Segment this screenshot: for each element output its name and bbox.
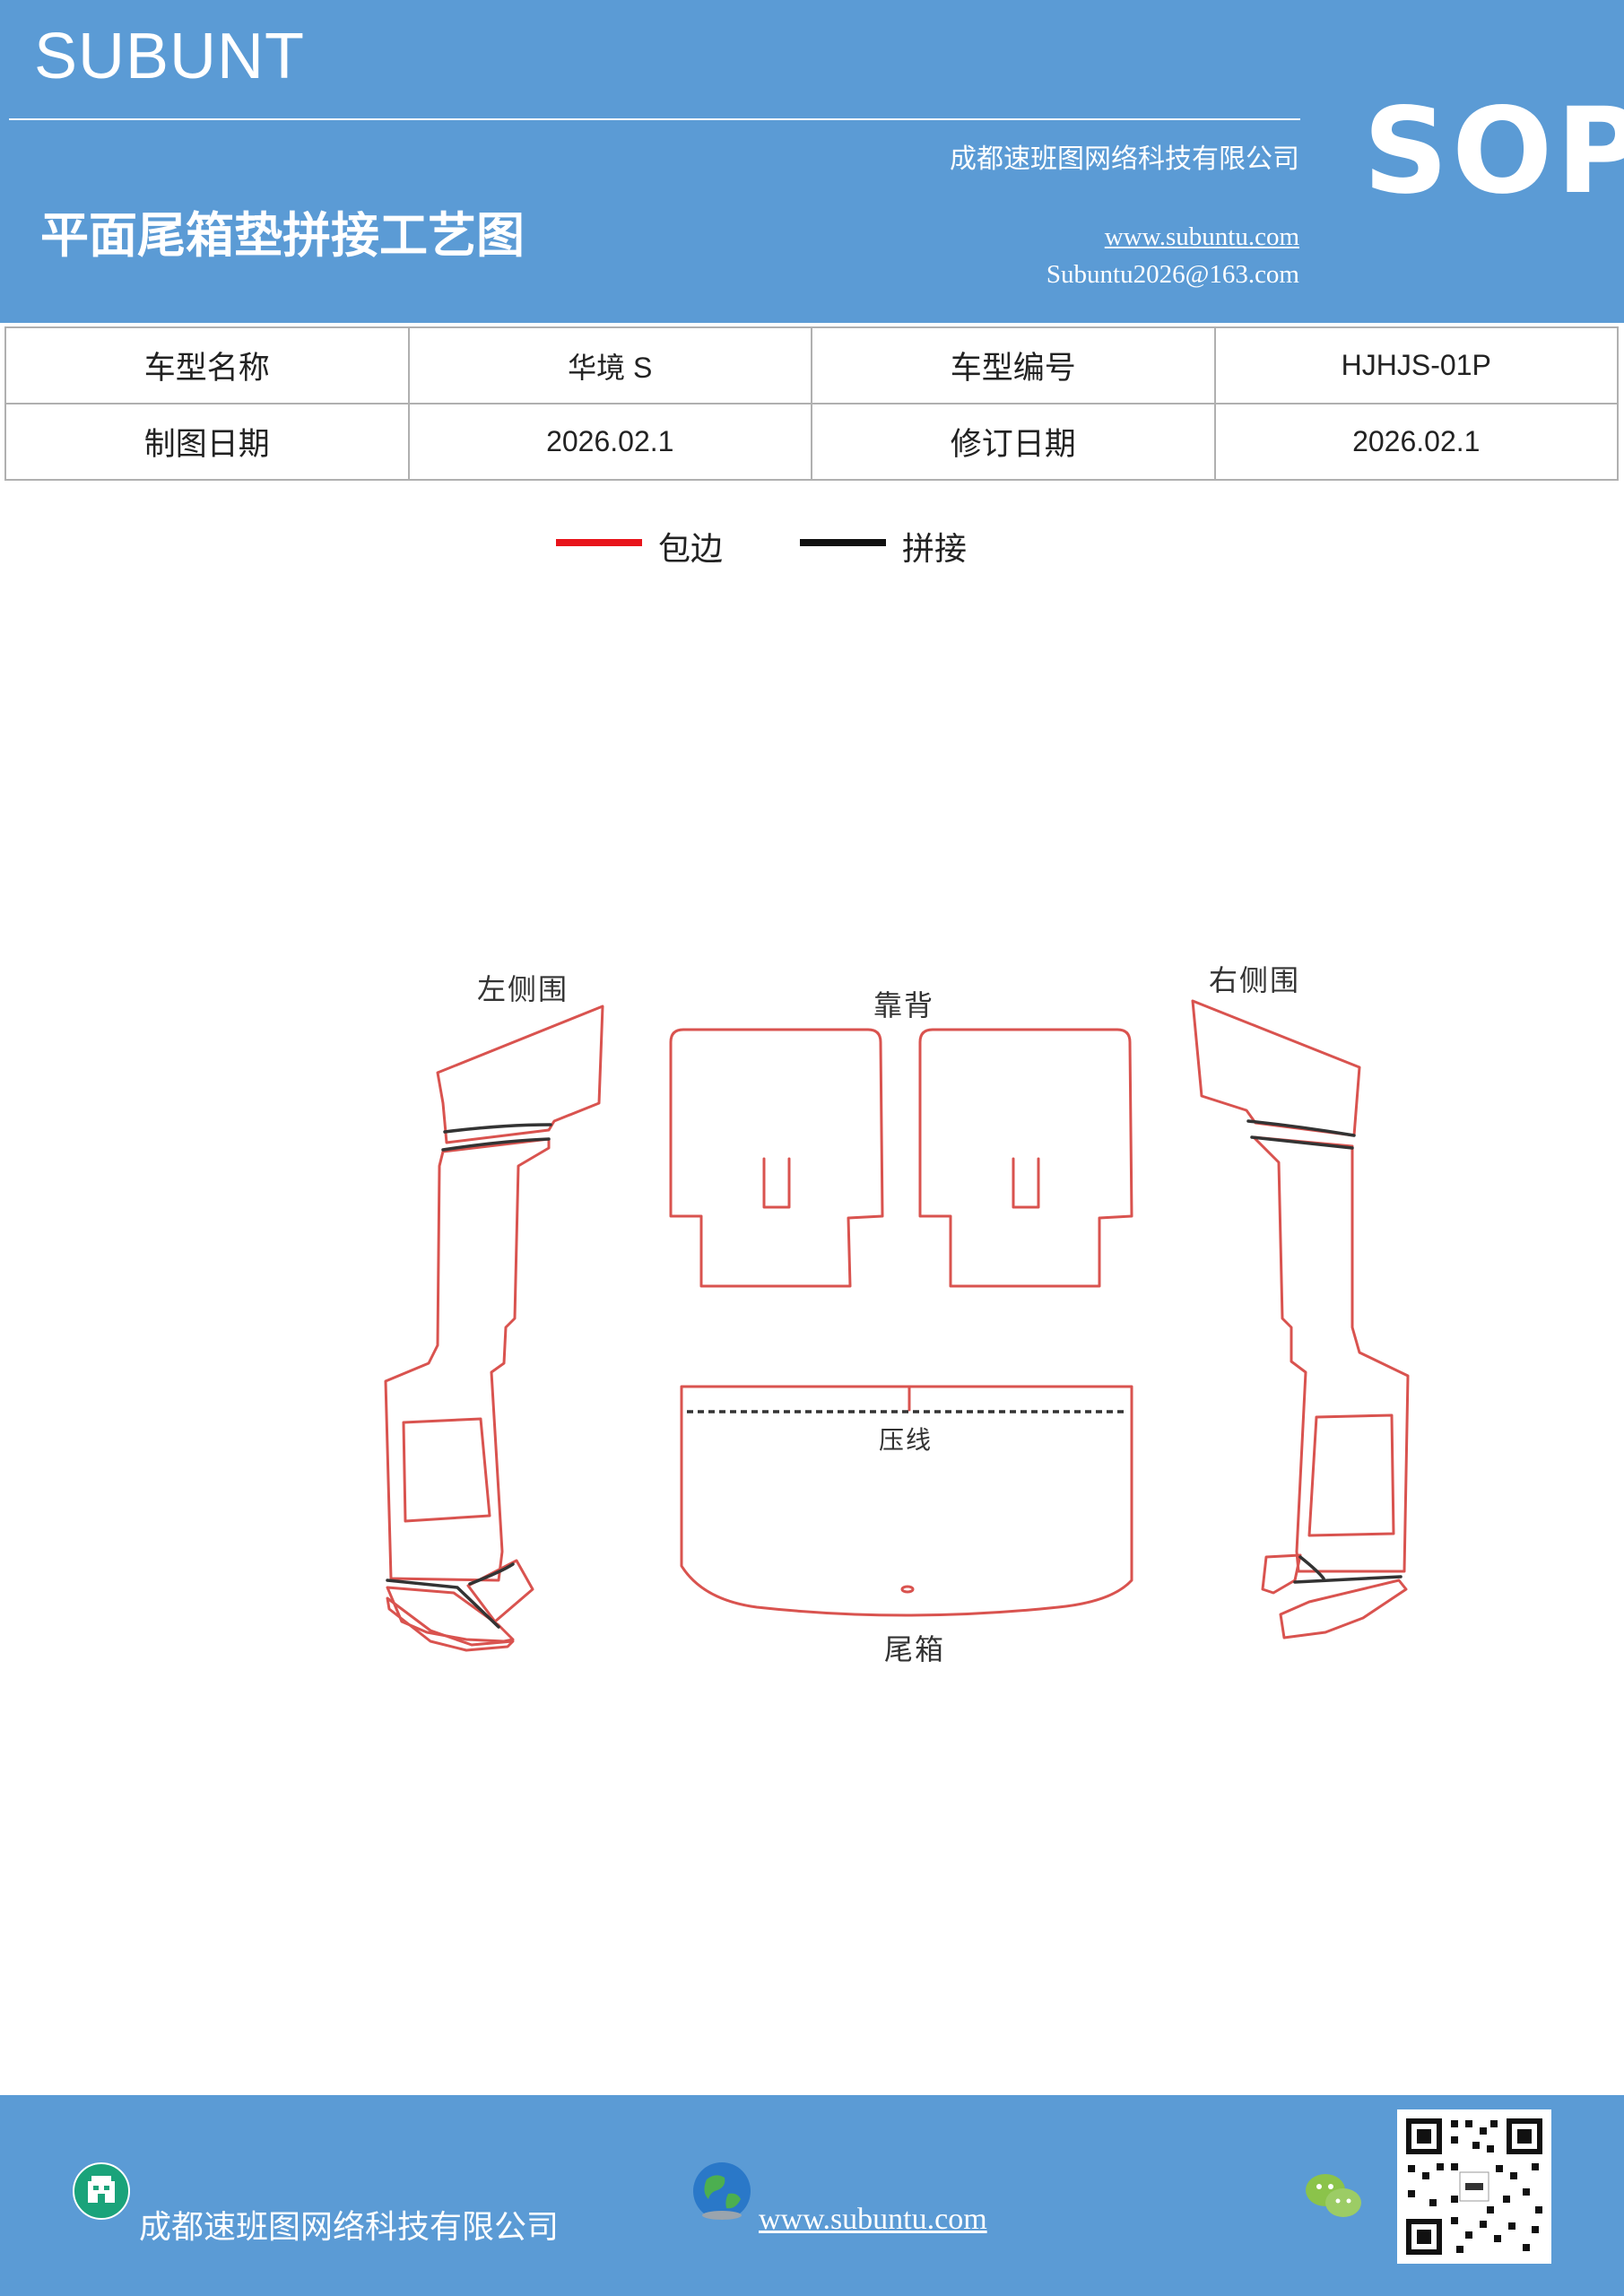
legend-swatch-splice	[800, 539, 886, 546]
right-side-bottom-flap	[1279, 1578, 1408, 1639]
qr-code	[1397, 2109, 1551, 2264]
right-side-seam-lower	[1250, 1135, 1354, 1150]
label-right-side: 右侧围	[1209, 963, 1301, 997]
left-side-seam-upper	[443, 1123, 552, 1134]
right-side-seam-tab	[1298, 1555, 1325, 1580]
left-side-bottom-strip	[386, 1596, 515, 1652]
label-left-side: 左侧围	[477, 972, 569, 1006]
backrest-right-panel	[918, 1028, 1133, 1288]
brand-name: SUBUNT	[34, 21, 306, 92]
globe-icon	[693, 2162, 751, 2220]
label-trunk: 尾箱	[884, 1632, 946, 1666]
trunk-mat-panel	[680, 1385, 1133, 1617]
footer-banner: 成都速班图网络科技有限公司 www.subuntu.com	[0, 2095, 1624, 2296]
legend: 包边 拼接	[0, 523, 1624, 577]
company-name-footer: 成都速班图网络科技有限公司	[139, 2209, 560, 2246]
building-icon	[73, 2162, 130, 2220]
website-link-footer[interactable]: www.subuntu.com	[759, 2203, 987, 2236]
backrest-left-slot	[762, 1157, 791, 1209]
value-revision-date: 2026.02.1	[1213, 403, 1619, 481]
right-side-tab	[1261, 1553, 1302, 1595]
right-side-upper-panel	[1191, 999, 1361, 1137]
backrest-left-panel	[669, 1028, 884, 1288]
value-model-name: 华境 S	[407, 326, 812, 404]
header-divider	[9, 118, 1300, 120]
label-crease: 压线	[879, 1425, 934, 1455]
company-name-header: 成都速班图网络科技有限公司	[950, 144, 1299, 175]
trunk-mat-hole	[900, 1585, 915, 1594]
backrest-right-slot	[1012, 1157, 1040, 1209]
header-banner: SUBUNT 成都速班图网络科技有限公司 平面尾箱垫拼接工艺图 www.subu…	[0, 0, 1624, 323]
sop-badge: SOP	[1363, 83, 1624, 221]
right-side-cutout	[1307, 1413, 1395, 1537]
website-link-header[interactable]: www.subuntu.com	[1104, 222, 1299, 251]
left-side-upper-panel	[436, 1004, 604, 1144]
document-title: 平面尾箱垫拼接工艺图	[40, 206, 525, 264]
left-side-tab	[466, 1559, 534, 1623]
wechat-icon[interactable]	[1302, 2169, 1365, 2222]
label-revision-date: 修订日期	[811, 403, 1216, 481]
left-side-lower-panel	[384, 1137, 551, 1582]
legend-swatch-edge-binding	[556, 539, 642, 546]
table-row: 制图日期 2026.02.1 修订日期 2026.02.1	[4, 403, 1619, 481]
left-side-seam-bottom	[386, 1578, 500, 1629]
table-row: 车型名称 华境 S 车型编号 HJHJS-01P	[4, 326, 1619, 404]
right-side-lower-panel	[1252, 1135, 1410, 1573]
left-side-cutout	[402, 1417, 491, 1523]
label-backrest: 靠背	[873, 988, 935, 1022]
value-model-code: HJHJS-01P	[1213, 326, 1619, 404]
label-model-code: 车型编号	[811, 326, 1216, 404]
legend-label-splice: 拼接	[902, 531, 968, 568]
label-drawing-date: 制图日期	[4, 403, 410, 481]
email-header: Subuntu2026@163.com	[1046, 260, 1299, 289]
right-side-seam-upper	[1246, 1119, 1356, 1137]
left-side-seam-tab	[468, 1562, 515, 1586]
legend-label-edge-binding: 包边	[658, 531, 724, 568]
left-side-seam-lower	[441, 1137, 551, 1152]
label-model-name: 车型名称	[4, 326, 410, 404]
right-side-seam-bottom	[1293, 1575, 1403, 1584]
value-drawing-date: 2026.02.1	[407, 403, 812, 481]
vehicle-info-table: 车型名称 华境 S 车型编号 HJHJS-01P 制图日期 2026.02.1 …	[4, 326, 1619, 481]
left-side-bottom-flap	[386, 1586, 515, 1643]
